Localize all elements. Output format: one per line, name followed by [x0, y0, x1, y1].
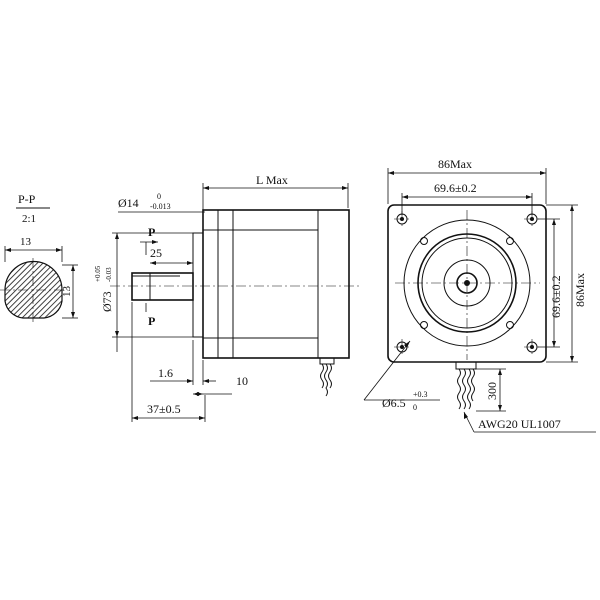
lead-length-value: 300: [485, 382, 499, 400]
motor-body: [202, 209, 350, 359]
lead-spec-label: AWG20 UL1007: [478, 417, 561, 431]
front-view: 86Max 69.6±0.2: [363, 157, 596, 433]
side-lead-wires: [319, 357, 335, 397]
shaft-length-value: 37±0.5: [147, 402, 181, 416]
hole-diameter-label: Ø6.5: [382, 396, 406, 410]
section-mark-bottom: P: [148, 314, 155, 328]
section-mark-top: P: [148, 225, 155, 239]
length-label: L Max: [256, 173, 288, 187]
front-width-label: 86Max: [438, 157, 472, 171]
section-scale: 2:1: [22, 213, 36, 225]
boss-length-value: 10: [236, 374, 248, 388]
pilot-tolerance-lower: -0.03: [105, 267, 113, 282]
section-height-value: 13: [61, 286, 73, 298]
pilot-tolerance-upper: +0.05: [94, 265, 102, 282]
motor-shaft: [131, 272, 194, 301]
shaft-diameter-label: Ø14: [118, 196, 139, 210]
bolt-spacing-v-value: 69.6±0.2: [549, 275, 563, 318]
mounting-hole: [394, 339, 410, 355]
pilot-diameter-label: Ø73: [100, 291, 114, 312]
mounting-hole: [524, 339, 540, 355]
mounting-hole: [524, 211, 540, 227]
front-height-label: 86Max: [573, 273, 587, 307]
pilot-boss: [192, 232, 204, 338]
flat-length-value: 25: [150, 246, 162, 260]
shaft-tolerance-lower: -0.013: [150, 202, 171, 211]
side-view: Ø14 0 -0.013 L Max P P 25: [94, 173, 360, 422]
section-width-value: 13: [20, 236, 32, 248]
section-label: P-P: [18, 192, 36, 206]
flange-thickness-value: 1.6: [158, 366, 173, 380]
hole-tolerance-lower: 0: [413, 403, 417, 412]
shaft-tolerance-upper: 0: [157, 192, 161, 201]
mounting-hole: [394, 211, 410, 227]
bolt-spacing-h-value: 69.6±0.2: [434, 181, 477, 195]
section-view: P-P 2:1 13 13: [0, 192, 78, 324]
front-lead-wires: [455, 361, 477, 410]
hole-tolerance-upper: +0.3: [413, 390, 428, 399]
